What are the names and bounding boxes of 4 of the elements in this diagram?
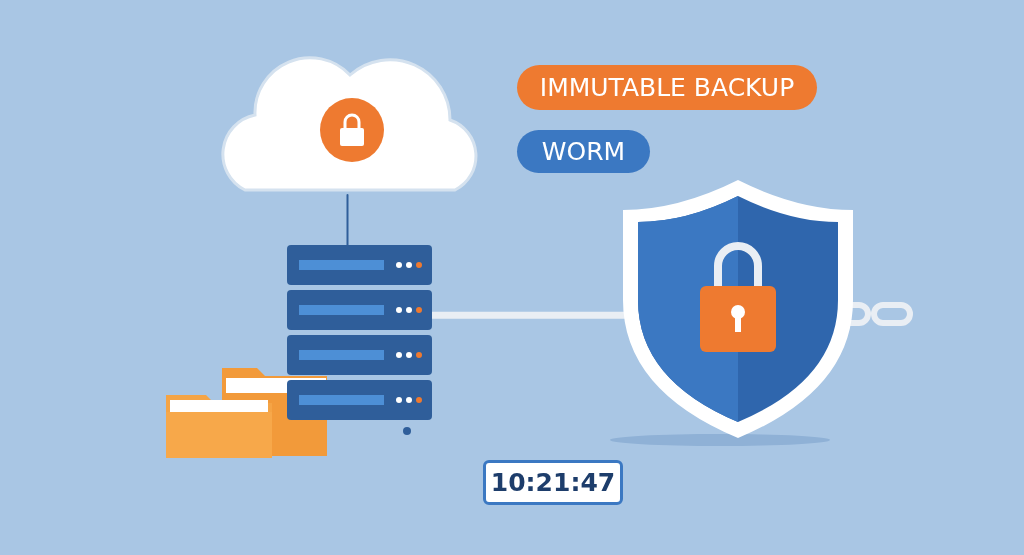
time-display: 10:21:47 bbox=[483, 460, 623, 505]
label-badge: IMMUTABLE BACKUP bbox=[517, 65, 817, 110]
connector-line bbox=[346, 194, 349, 246]
label-badge: WORM bbox=[517, 130, 650, 173]
